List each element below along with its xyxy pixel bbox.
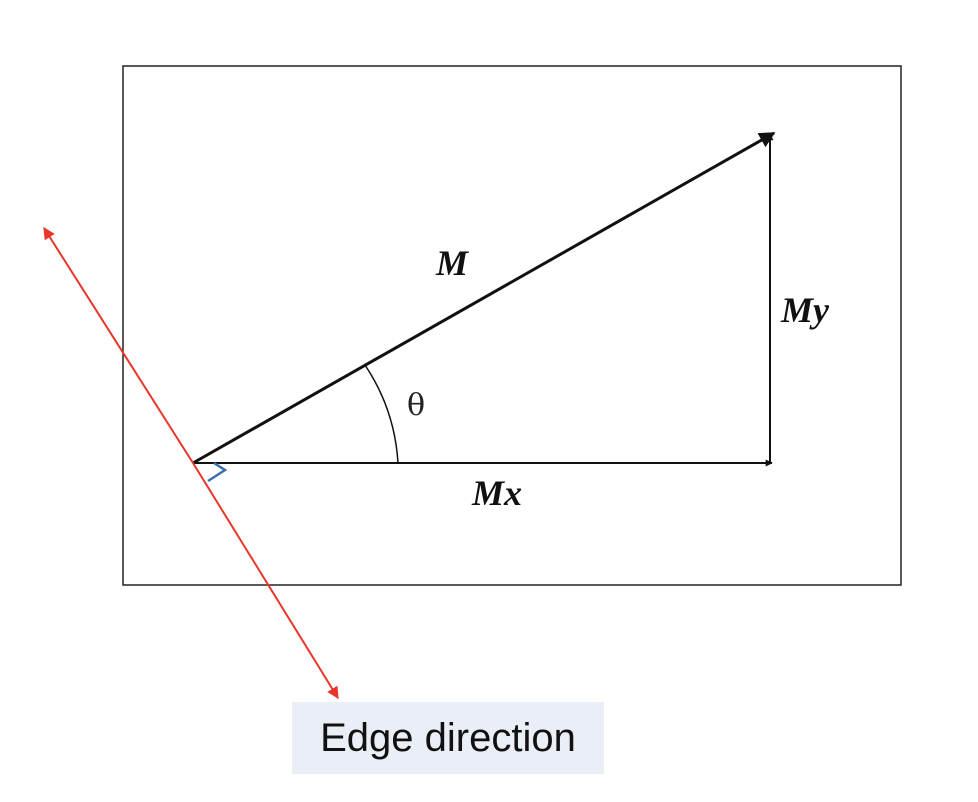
edge-direction-label: Edge direction bbox=[320, 715, 576, 760]
m-vector-arrow bbox=[192, 131, 776, 465]
theta-label: θ bbox=[407, 388, 425, 423]
m-vector-label: M bbox=[435, 243, 470, 283]
theta-angle-arc bbox=[364, 364, 399, 464]
edge-direction-arrow-lower bbox=[192, 462, 339, 700]
diagram-frame bbox=[122, 65, 902, 586]
edge-direction-arrow bbox=[43, 226, 194, 464]
mx-component-label: Mx bbox=[471, 473, 522, 513]
my-component-label: My bbox=[780, 290, 830, 330]
right-angle-marker-icon bbox=[207, 461, 228, 483]
edge-direction-callout: Edge direction bbox=[292, 702, 604, 774]
